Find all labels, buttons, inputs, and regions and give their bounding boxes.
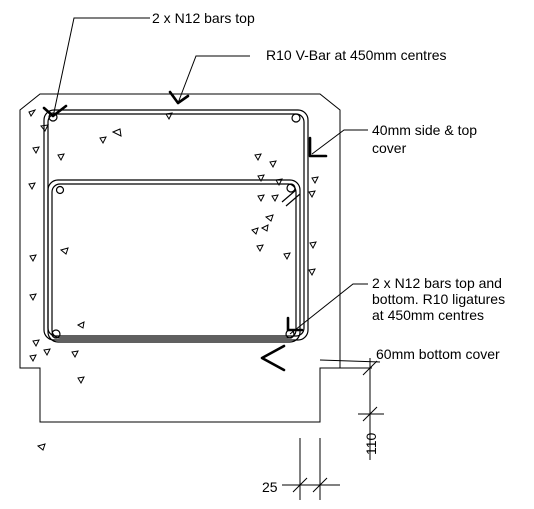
leader-bottom-cover: [319, 359, 381, 363]
lower-ligature-outer: [47, 179, 301, 343]
lower-ligature-inner: [51, 183, 297, 339]
dim-25-tick-left: [292, 477, 308, 493]
dim-110-tick-top: [362, 360, 378, 376]
label-bottom-bars-line3: at 450mm centres: [372, 307, 484, 323]
upper-cage-outer: [43, 109, 309, 341]
chevron-bottom-cover: [260, 344, 286, 372]
label-n12-top: 2 x N12 bars top: [152, 10, 255, 26]
label-dim-25: 25: [262, 479, 278, 495]
bar-mid-left: [55, 185, 65, 195]
aggregate-symbols: [28, 109, 319, 451]
label-cover-side-top-line2: cover: [372, 140, 407, 156]
chevron-bottom-right: [286, 316, 304, 332]
label-bottom-bars-line2: bottom. R10 ligatures: [372, 291, 505, 307]
chevron-side-right: [308, 136, 328, 158]
dim-25-tick-right: [312, 477, 328, 493]
label-vbar: R10 V-Bar at 450mm centres: [266, 47, 447, 63]
label-bottom-bars-line1: 2 x N12 bars top and: [372, 275, 502, 291]
concrete-section-outline: [19, 93, 341, 423]
bar-top-left: [48, 112, 58, 122]
bar-top-right: [291, 113, 301, 123]
leader-cover-side-top: [311, 129, 368, 155]
label-cover-side-top-line1: 40mm side & top: [372, 122, 477, 138]
leader-vbar: [177, 55, 250, 104]
label-dim-110: 110: [363, 432, 379, 455]
label-bottom-cover: 60mm bottom cover: [376, 346, 500, 362]
upper-cage-inner: [47, 113, 305, 337]
bar-mid-right: [286, 183, 296, 193]
ligature-hook: [281, 189, 301, 207]
bar-bottom-left: [51, 329, 61, 339]
dim-110-tick-bottom: [362, 406, 378, 422]
leader-n12-top: [52, 17, 150, 118]
leader-bottom-bars: [289, 283, 368, 335]
